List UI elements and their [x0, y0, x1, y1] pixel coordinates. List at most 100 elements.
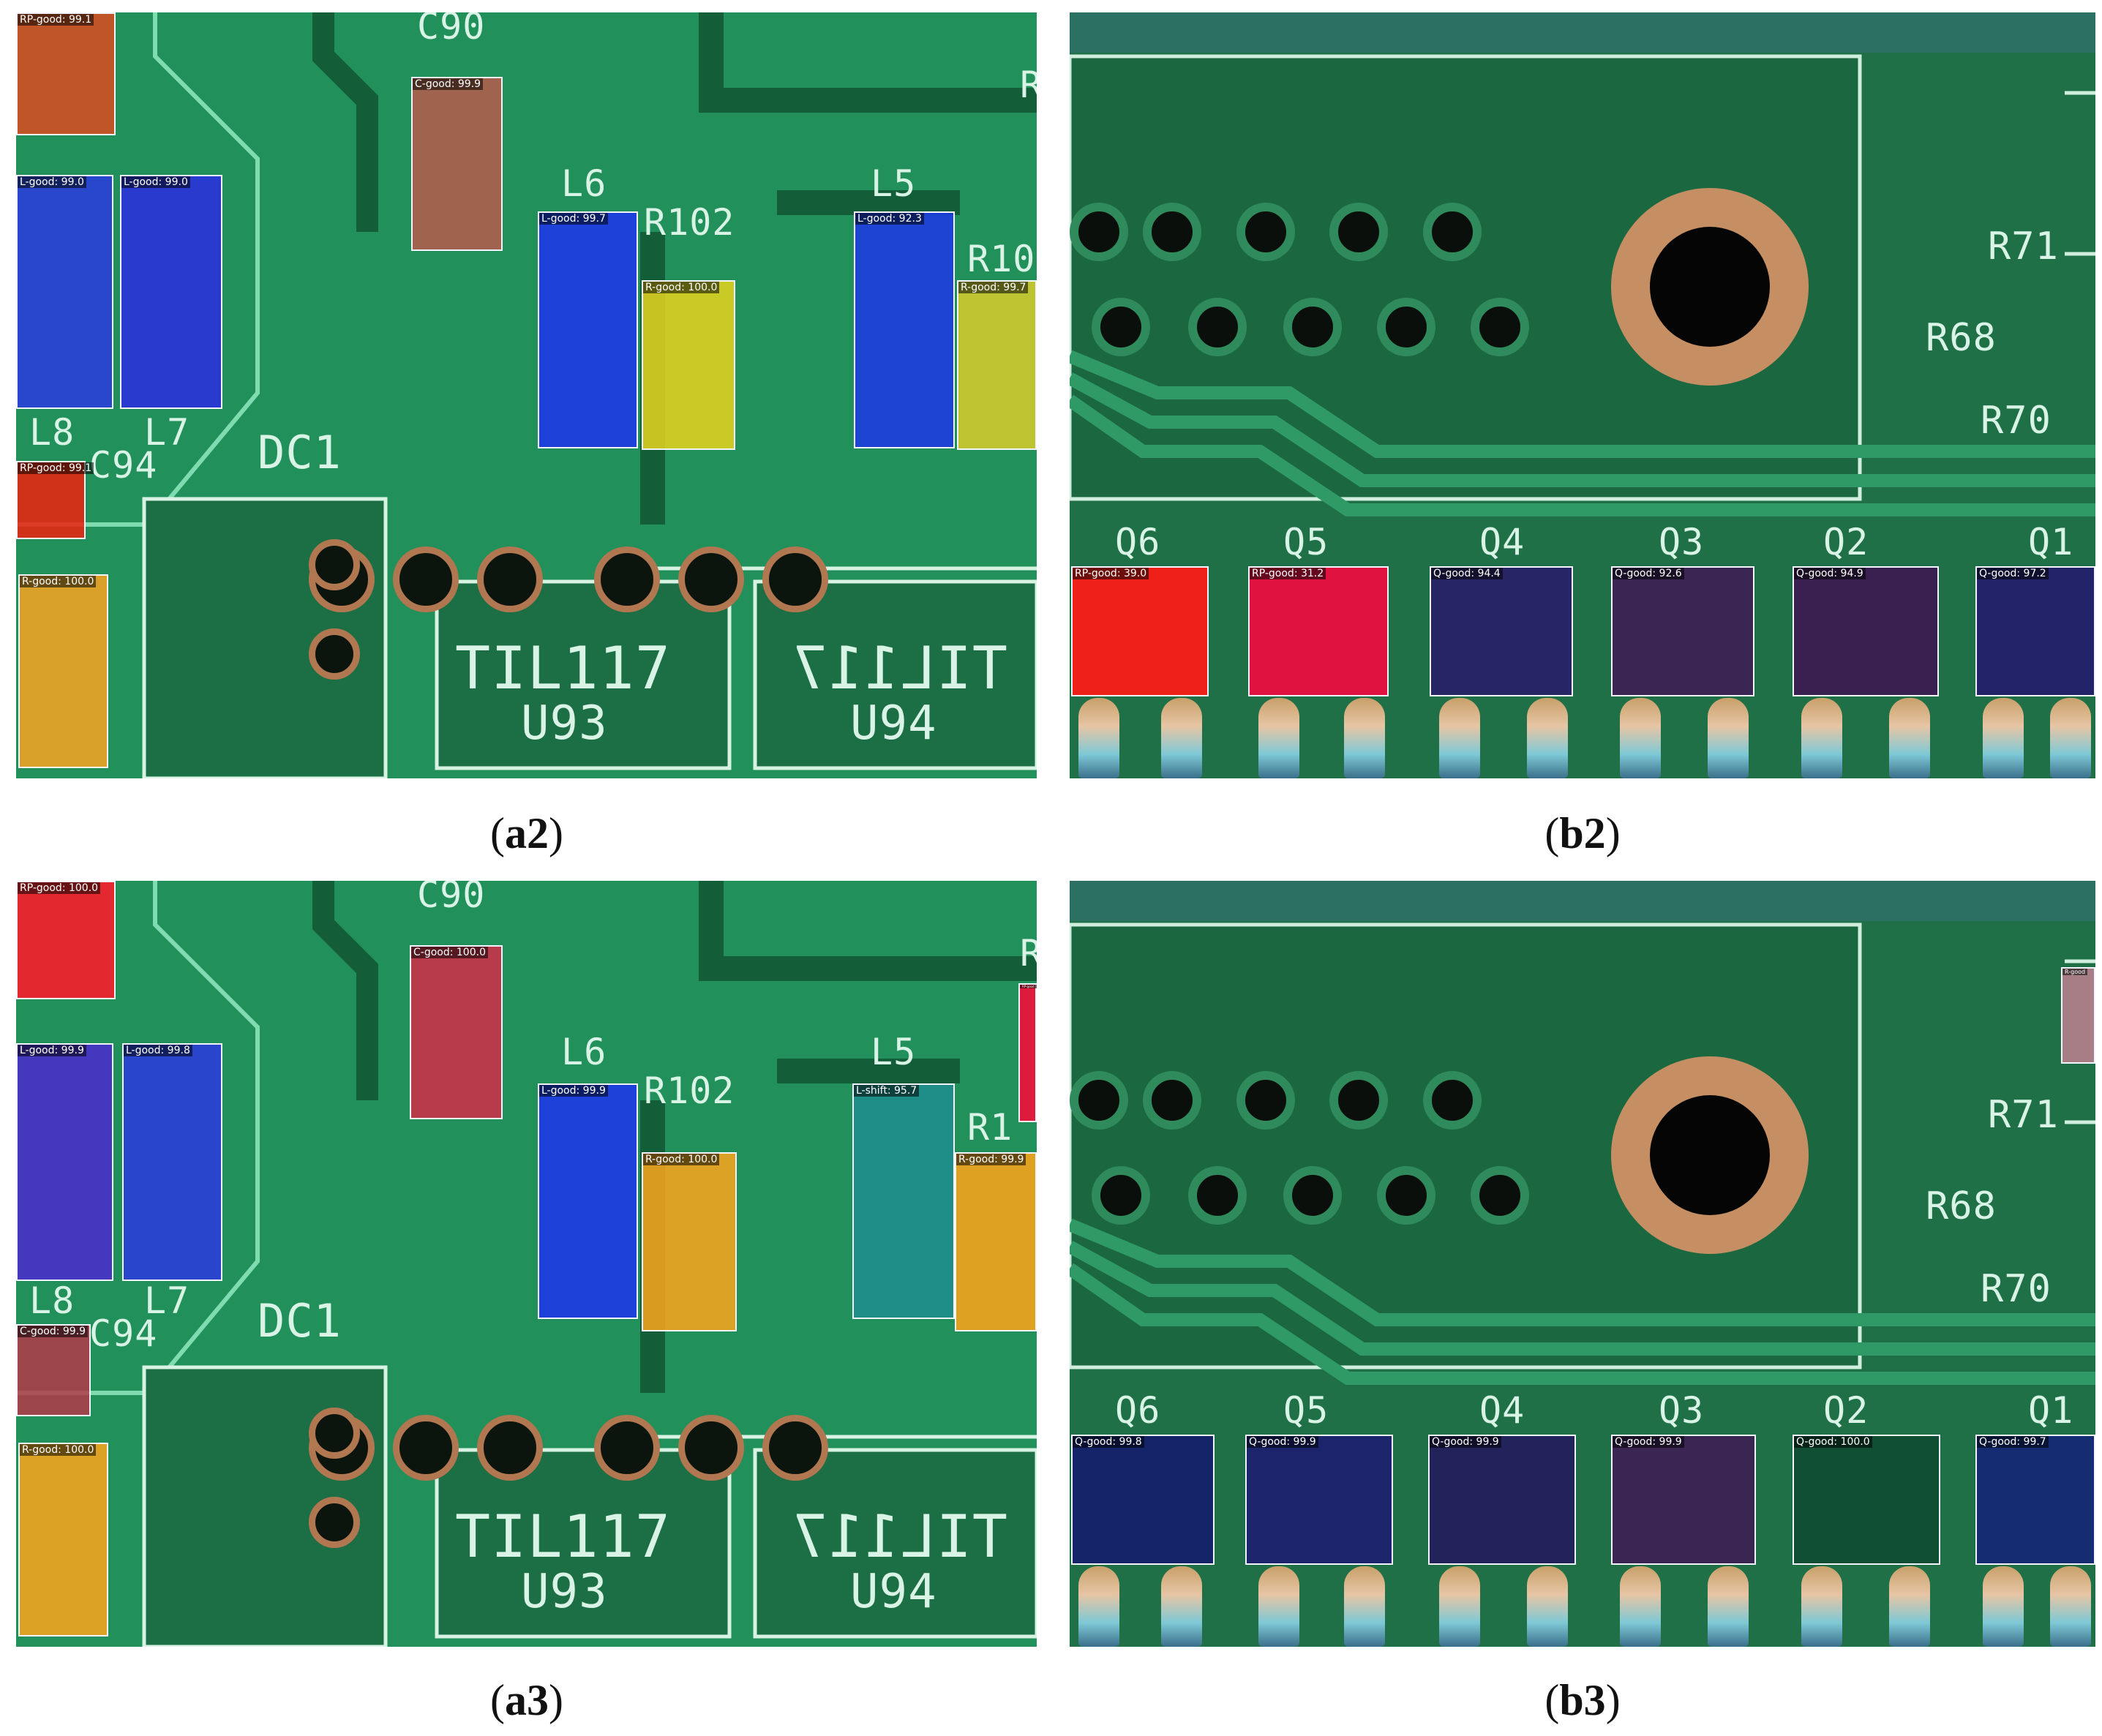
silk-q2: Q2: [1823, 1389, 1869, 1432]
detection-label: Q-good: 99.9: [1613, 1436, 1684, 1448]
silk-c90: C90: [417, 881, 486, 916]
detection-box: Q-good: 100.0: [1793, 1435, 1940, 1565]
detection-box: Q-good: 92.6: [1611, 566, 1754, 696]
detection-label: L-good: 99.0: [18, 176, 86, 188]
silk-q4: Q4: [1479, 521, 1525, 563]
silk-q1: Q1: [2028, 521, 2074, 563]
detection-label: R-good: [2062, 969, 2088, 975]
detection-box: L-shift: 95.7: [852, 1083, 955, 1319]
lead-pin: [2050, 1566, 2091, 1647]
silk-c90: C90: [417, 12, 486, 48]
detection-label: C-good: 99.9: [413, 78, 484, 90]
lead-pin: [1708, 698, 1749, 778]
detection-box: L-good: 99.0: [120, 175, 222, 409]
caption-b2: (b2): [1544, 809, 1621, 857]
lead-pin: [1620, 698, 1661, 778]
detection-box: R-good: 100.0: [18, 574, 108, 768]
detection-box: L-good: 99.8: [122, 1043, 222, 1281]
mounting-hole: [1070, 203, 1128, 261]
detection-box: R-good: 100.0: [18, 1443, 108, 1637]
via: [477, 546, 543, 612]
via: [309, 539, 360, 590]
mounting-hole: [1143, 1071, 1201, 1130]
detection-box: L-good: 99.7: [538, 211, 638, 448]
mounting-hole: [1236, 1071, 1295, 1130]
silk-r70: R70: [1981, 399, 2052, 443]
caption-a2: (a2): [490, 809, 563, 857]
lead-pin: [1344, 698, 1385, 778]
mounting-hole: [1070, 1071, 1128, 1130]
detection-box: C-good: 100.0: [410, 945, 503, 1119]
mounting-hole: [1329, 1071, 1388, 1130]
silk-c94: C94: [89, 444, 158, 486]
detection-box: Q-good: 99.7: [1975, 1435, 2095, 1565]
silk-r102: R102: [644, 201, 735, 244]
detection-label: R-good: 99.7: [958, 282, 1029, 293]
panel-b3: R71 R68 R70 Q6 Q5 Q4 Q3 Q2 Q1 Q-good: 99…: [1070, 881, 2095, 1647]
detection-box: RP-good: 99.1: [16, 12, 116, 135]
silk-q1: Q1: [2028, 1389, 2074, 1432]
detection-box: RP-good: 100.0: [16, 881, 116, 999]
detection-label: Q-good: 94.4: [1431, 568, 1503, 579]
detection-box: RP-good: 39.0: [1071, 566, 1209, 696]
via: [678, 1415, 744, 1481]
lead-pin: [1983, 1566, 2024, 1647]
via: [477, 1415, 543, 1481]
mounting-hole: [1283, 1166, 1342, 1225]
silk-q5: Q5: [1283, 1389, 1329, 1432]
silk-r71: R71: [1988, 225, 2059, 268]
detection-label: L-good: 99.8: [124, 1045, 192, 1056]
silk-l6: L6: [561, 162, 607, 205]
via: [393, 546, 459, 612]
panel-a2: C90 L6 R102 L5 R10 L8 L7 C94 DC1 TIL117 …: [16, 12, 1037, 778]
via: [678, 546, 744, 612]
detection-box: Q-good: 97.2: [1975, 566, 2095, 696]
detection-label: R-good: 100.0: [643, 282, 720, 293]
detection-box: Q-good: 99.9: [1611, 1435, 1756, 1565]
mounting-hole: [1377, 1166, 1435, 1225]
via: [309, 1497, 360, 1548]
silk-l6: L6: [561, 1031, 607, 1073]
detection-box: L-good: 92.3: [854, 211, 955, 448]
silk-q5: Q5: [1283, 521, 1329, 563]
mounting-hole: [1188, 1166, 1247, 1225]
silk-til117-left: TIL117: [455, 1503, 671, 1571]
via: [309, 628, 360, 680]
detection-box: Q-good: 94.4: [1430, 566, 1573, 696]
lead-pin: [1889, 698, 1930, 778]
detection-label: RP-good: 99.1: [18, 14, 94, 26]
caption-b3: (b3): [1544, 1676, 1621, 1724]
lead-pin: [1527, 1566, 1568, 1647]
detection-label: Q-good: 99.8: [1073, 1436, 1144, 1448]
detection-box: RP-good: 99.1: [16, 461, 94, 539]
mounting-hole: [1377, 298, 1435, 356]
detection-label: RP-good: [1020, 985, 1037, 988]
detection-label: R-good: 100.0: [20, 1444, 97, 1456]
detection-label: RP-good: 99.1: [18, 462, 94, 474]
silk-u94: U94: [850, 696, 937, 751]
detection-label: Q-good: 99.9: [1430, 1436, 1501, 1448]
detection-label: RP-good: 100.0: [18, 882, 101, 894]
detection-box: C-good: 99.9: [16, 1324, 91, 1416]
detection-label: L-good: 99.9: [18, 1045, 86, 1056]
lead-pin: [1983, 698, 2024, 778]
mounting-hole: [1471, 1166, 1529, 1225]
via: [762, 546, 828, 612]
detection-label: L-good: 92.3: [855, 213, 924, 225]
lead-pin: [1527, 698, 1568, 778]
silk-q3: Q3: [1659, 521, 1705, 563]
silk-r68: R68: [1926, 316, 1997, 360]
lead-pin: [2050, 698, 2091, 778]
via: [393, 1415, 459, 1481]
lead-pin: [1161, 1566, 1202, 1647]
mounting-hole: [1092, 298, 1150, 356]
detection-label: Q-good: 94.9: [1794, 568, 1866, 579]
lead-pin: [1708, 1566, 1749, 1647]
silk-til117-left: TIL117: [455, 634, 671, 702]
detection-box: RP-good: [1018, 983, 1037, 1122]
lead-pin: [1439, 1566, 1480, 1647]
silk-dc1: DC1: [258, 1294, 342, 1348]
detection-box: RP-good: 31.2: [1248, 566, 1389, 696]
mounting-hole: [1236, 203, 1295, 261]
detection-label: R-good: 100.0: [643, 1154, 720, 1165]
